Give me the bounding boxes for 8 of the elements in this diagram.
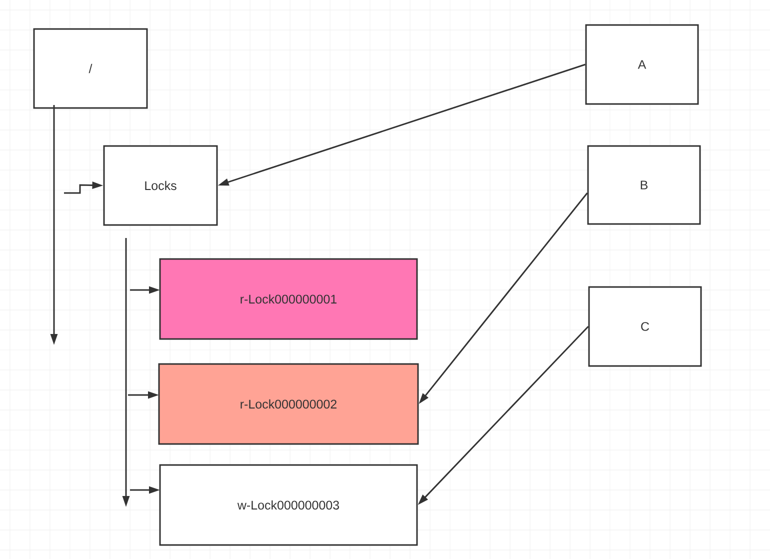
process-box: C bbox=[588, 286, 702, 367]
process-box: w-Lock000000003 bbox=[159, 464, 418, 546]
process-box: A bbox=[585, 24, 699, 105]
process-box: Locks bbox=[103, 145, 218, 226]
process-box: / bbox=[33, 28, 148, 109]
process-box: r-Lock000000002 bbox=[158, 363, 419, 445]
process-box: r-Lock000000001 bbox=[159, 258, 418, 340]
process-box: B bbox=[587, 145, 701, 225]
